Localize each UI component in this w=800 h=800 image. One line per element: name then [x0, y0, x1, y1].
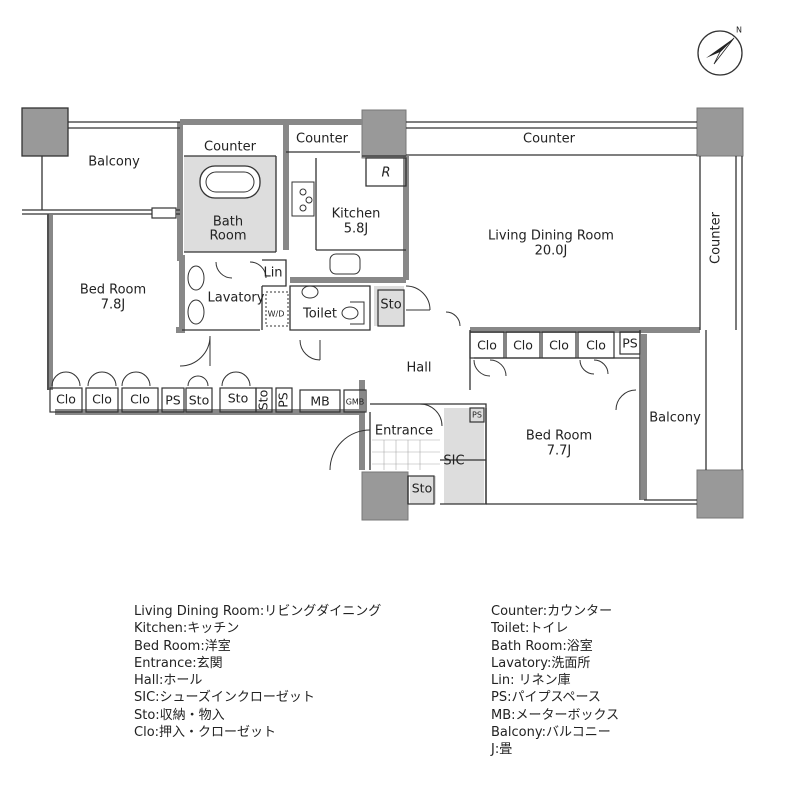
legend-item: Kitchen:キッチン [134, 621, 240, 637]
legend-item: Hall:ホール [134, 673, 203, 689]
washer-label: W/D [268, 310, 285, 319]
living-counter-label: Counter [523, 132, 576, 147]
closet-east-2: Clo [513, 338, 533, 353]
entrance-label: Entrance [375, 424, 433, 439]
sic-label: SIC [443, 454, 464, 469]
bed-room-west-area: 7.8J [101, 298, 126, 313]
legend-item: Lavatory:洗面所 [491, 655, 591, 671]
sic-area [444, 408, 484, 504]
ps-east-label: PS [622, 336, 638, 351]
kitchen-area-label: 5.8J [344, 222, 369, 237]
legend-item: Bath Room:浴室 [491, 638, 593, 654]
legend-item: MB:メーターボックス [491, 707, 620, 723]
ps-west-2-label: PS [276, 392, 291, 408]
legend-item: Clo:押入・クローゼット [134, 725, 277, 741]
living-label: Living Dining Room [488, 229, 614, 244]
legend: Living Dining Room:リビングダイニング Kitchen:キッチ… [0, 603, 800, 763]
bed-room-east-area: 7.7J [547, 444, 572, 459]
linen-label: Lin [263, 266, 282, 281]
meter-box-label: MB [310, 394, 329, 409]
storage-west-3: Sto [256, 390, 271, 410]
legend-item: Entrance:玄関 [134, 655, 223, 671]
legend-item: Living Dining Room:リビングダイニング [134, 604, 382, 619]
kitchen-label: Kitchen [332, 207, 381, 222]
legend-item: PS:パイプスペース [491, 690, 601, 706]
legend-item: Counter:カウンター [491, 604, 613, 619]
storage-label: Sto [380, 298, 401, 313]
living-area-label: 20.0J [535, 244, 568, 259]
closet-west-2: Clo [92, 392, 112, 407]
ps-west-label: PS [165, 393, 181, 408]
structural-columns [21, 107, 744, 521]
legend-item: J:畳 [491, 742, 513, 758]
legend-right-column: Counter:カウンター Toilet:トイレ Bath Room:浴室 La… [491, 603, 619, 759]
closet-east-3: Clo [549, 338, 569, 353]
legend-left-column: Living Dining Room:リビングダイニング Kitchen:キッチ… [134, 603, 381, 741]
closet-east-1: Clo [477, 338, 497, 353]
storage-west-1: Sto [189, 393, 209, 408]
bath-room-label-2: Room [209, 229, 246, 244]
legend-item: Sto:収納・物入 [134, 707, 225, 723]
closet-west-3: Clo [130, 392, 150, 407]
ps-sic-label: PS [472, 411, 482, 420]
legend-item: Toilet:トイレ [491, 621, 569, 637]
north-arrow-icon: N [697, 26, 743, 76]
bed-room-west-label: Bed Room [80, 283, 146, 298]
kitchen-counter-label: Counter [296, 132, 349, 147]
gas-meter-box-label: GMB [346, 398, 365, 407]
legend-item: SIC:シューズインクローゼット [134, 690, 315, 706]
balcony-east-label: Balcony [649, 411, 701, 426]
closet-west-1: Clo [56, 392, 76, 407]
legend-item: Bed Room:洋室 [134, 638, 231, 654]
closet-east-4: Clo [586, 338, 606, 353]
bath-counter-label: Counter [204, 140, 257, 155]
legend-item: Balcony:バルコニー [491, 725, 611, 741]
bed-room-east-label: Bed Room [526, 429, 592, 444]
fridge-label: R [381, 166, 390, 181]
storage-west-2: Sto [228, 391, 248, 406]
legend-item: Lin: リネン庫 [491, 673, 571, 689]
floor-plan: N [21, 26, 744, 521]
storage-entrance-label: Sto [412, 481, 432, 496]
balcony-label: Balcony [88, 155, 140, 170]
lavatory-label: Lavatory [208, 291, 265, 306]
north-label: N [736, 26, 742, 35]
bath-room-label-1: Bath [213, 215, 243, 230]
east-counter-label: Counter [709, 211, 724, 264]
storage-area [374, 286, 404, 326]
hall-label: Hall [407, 361, 432, 376]
toilet-label: Toilet [302, 307, 337, 322]
entrance-storage-area [410, 476, 436, 504]
